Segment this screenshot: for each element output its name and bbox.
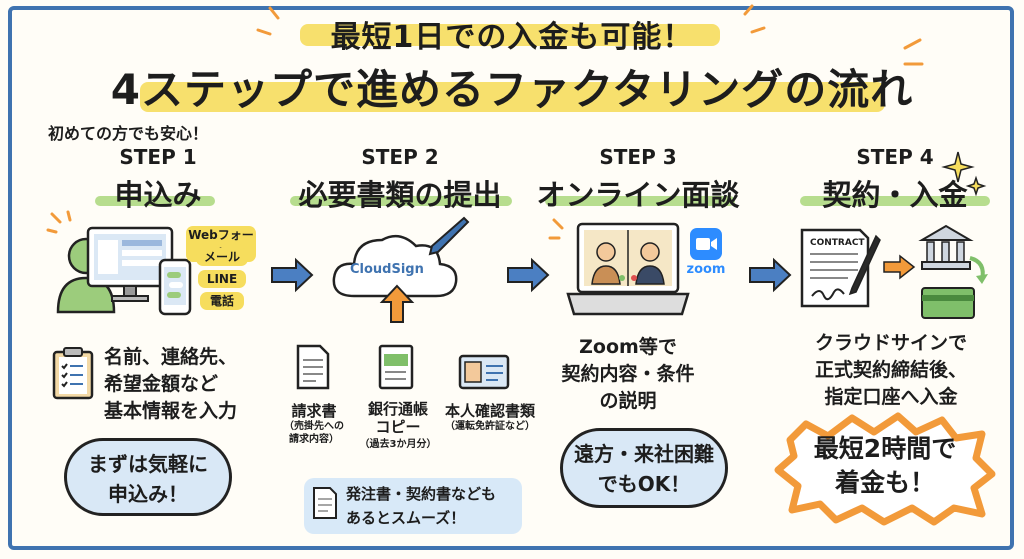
curved-arrow-icon	[969, 256, 988, 284]
step3-underline	[545, 196, 735, 206]
card-icon	[921, 287, 975, 319]
accent-lines-step1	[46, 210, 72, 234]
step3-bubble: 遠方・来社困難 でもOK！	[560, 428, 728, 508]
step1-bubble-line1: まずは気軽に	[88, 452, 208, 476]
decoration-lines	[256, 4, 924, 66]
step4-title: 契約・入金	[822, 178, 968, 212]
passbook-icon	[378, 344, 414, 390]
step2-underline	[290, 196, 512, 206]
step3-desc-line1: Zoom等で	[579, 336, 677, 358]
cloud-icon	[332, 234, 458, 298]
reassurance-note: 初めての方でも安心！	[48, 124, 209, 143]
step2-title: 必要書類の提出	[298, 178, 502, 212]
doc-passbook-label: 銀行通帳 コピー	[358, 400, 438, 436]
step3-bubble-line2: でもOK！	[597, 472, 691, 496]
step1-desc-line3: 基本情報を入力	[104, 400, 238, 422]
step1-desc-line2: 希望金額など	[104, 373, 219, 395]
step1-bubble-line2: 申込み！	[108, 482, 188, 506]
doc-id-sub: （運転免許証など）	[445, 421, 535, 432]
doc-invoice-sub: （売掛先への 請求内容）	[278, 420, 350, 446]
step1-bubble: まずは気軽に 申込み！	[64, 438, 232, 516]
doc-passbook-sub: （過去3か月分）	[359, 439, 437, 450]
step4-desc-line3: 指定口座へ入金	[824, 386, 958, 408]
step4-number: STEP 4	[856, 145, 934, 169]
step2-note-line2: あるとスムーズ！	[346, 509, 466, 527]
channel-mail: メール	[196, 248, 248, 266]
step3-desc-line3: の説明	[599, 390, 657, 412]
arrow-step3-to-4	[749, 257, 792, 293]
header-title: 4ステップで進めるファクタリングの流れ	[110, 65, 914, 114]
bank-icon	[918, 224, 974, 270]
sparkle-icon	[941, 151, 987, 197]
smartphone-icon	[158, 258, 192, 316]
doc-invoice-label: 請求書	[291, 402, 337, 420]
document-icon	[296, 344, 330, 390]
doc-id-label: 本人確認書類	[444, 402, 535, 420]
contract-icon	[800, 228, 881, 308]
page-border	[8, 6, 1014, 550]
step1-number: STEP 1	[119, 145, 197, 169]
doc-passbook-label2: コピー	[375, 418, 421, 436]
laptop-icon	[566, 222, 690, 316]
accent-lines-step3	[548, 218, 564, 240]
computer-icon	[86, 226, 174, 302]
step4-burst: 最短2時間で 着金も！	[790, 432, 980, 500]
step1-underline	[95, 196, 215, 206]
step2-note: 発注書・契約書なども あるとスムーズ！	[304, 478, 522, 534]
zoom-label: zoom	[686, 262, 726, 277]
arrow-step2-to-3	[507, 257, 550, 293]
contract-label: CONTRACT	[810, 238, 865, 248]
step2-note-line1: 発注書・契約書なども	[346, 485, 497, 503]
step3-title: オンライン面談	[536, 178, 740, 212]
step1-description: 名前、連絡先、 希望金額など 基本情報を入力	[104, 344, 284, 425]
doc-invoice-sub2: 請求内容）	[289, 434, 339, 445]
step1-title: 申込み	[114, 178, 202, 212]
header-subtitle: 最短1日での入金も可能！	[330, 20, 694, 55]
channel-phone: 電話	[200, 292, 244, 310]
id-card-icon	[458, 354, 510, 390]
step4-desc-line1: クラウドサインで	[814, 332, 967, 354]
doc-passbook-label1: 銀行通帳	[367, 400, 428, 418]
arrow-step1-to-2	[271, 257, 314, 293]
step1-desc-line1: 名前、連絡先、	[104, 346, 238, 368]
step3-bubble-line1: 遠方・来社困難	[574, 442, 714, 466]
step4-underline	[800, 196, 990, 206]
step4-description: クラウドサインで 正式契約締結後、 指定口座へ入金	[796, 330, 986, 411]
channel-line: LINE	[198, 270, 246, 288]
clipboard-icon	[52, 347, 94, 400]
pen-icon	[428, 216, 470, 256]
step2-number: STEP 2	[361, 145, 439, 169]
step4-burst-line2: 着金も！	[834, 468, 935, 497]
subtitle-highlight	[300, 24, 720, 46]
title-highlight	[140, 82, 885, 112]
orange-arrow-icon	[883, 254, 916, 280]
doc-invoice-sub1: （売掛先への	[284, 421, 344, 432]
zoom-icon	[690, 228, 722, 260]
step4-burst-line1: 最短2時間で	[813, 434, 957, 463]
burst-shape	[774, 412, 996, 526]
note-document-icon	[313, 487, 337, 519]
step3-number: STEP 3	[599, 145, 677, 169]
step3-description: Zoom等で 契約内容・条件 の説明	[548, 334, 708, 415]
step3-desc-line2: 契約内容・条件	[561, 363, 695, 385]
step4-desc-line2: 正式契約締結後、	[814, 359, 967, 381]
upload-arrow-icon	[379, 284, 415, 323]
cloudsign-label: CloudSign	[350, 262, 424, 277]
